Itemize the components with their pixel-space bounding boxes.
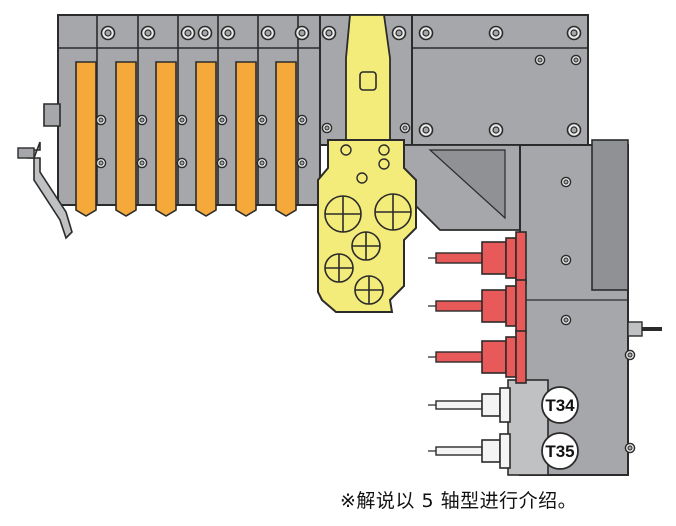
figure-caption: ※解说以 5 轴型进行介绍。	[340, 490, 578, 512]
red-drill-tools	[428, 231, 527, 384]
coolant-lever	[17, 103, 73, 240]
tool-label-t35-text: T35	[545, 442, 574, 461]
tool-label-t34: T34	[541, 386, 579, 424]
orange-turning-tools	[75, 61, 297, 217]
tool-label-t35: T35	[541, 432, 579, 470]
tool-label-t34-text: T34	[545, 396, 575, 415]
yellow-spindle-block	[317, 14, 417, 313]
white-tools	[428, 387, 511, 469]
